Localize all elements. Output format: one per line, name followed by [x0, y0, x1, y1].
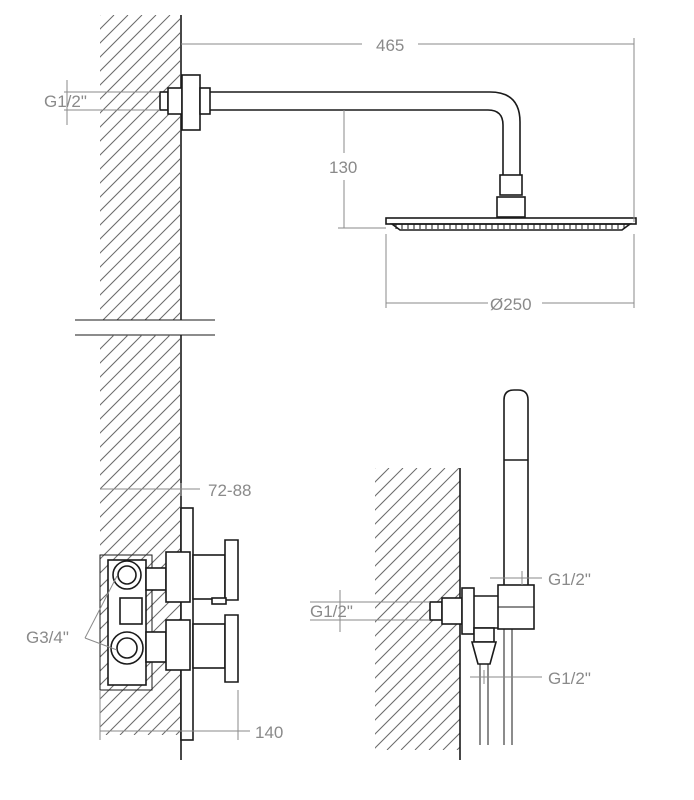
hatch-line: [100, 520, 180, 602]
hatch-line: [100, 18, 180, 100]
hatch-line: [144, 284, 180, 320]
hatch-line: [100, 46, 180, 128]
hatch-line: [100, 366, 180, 448]
hatch-line: [386, 676, 460, 750]
hand-shower: [497, 389, 535, 630]
hatch-line: [100, 335, 171, 406]
wall-section-upper: [100, 15, 182, 320]
dimension-label-140: 140: [255, 723, 283, 742]
hatch-line: [100, 352, 180, 434]
hatch-line: [158, 298, 180, 320]
wall-section-lower: [100, 335, 590, 760]
hatch-line: [100, 130, 180, 212]
wall-outlet-elbow: [429, 587, 531, 635]
shower-hose: [470, 627, 513, 745]
hatch-line: [100, 380, 180, 462]
rain-shower-head: [385, 217, 637, 231]
hatch-line: [100, 228, 180, 310]
hatch-line: [375, 648, 460, 735]
hatch-line: [100, 32, 180, 114]
valve-handles: [192, 539, 239, 683]
hatch-line: [375, 564, 460, 651]
hatch-line: [100, 186, 180, 268]
wall-break-lines: [75, 319, 215, 336]
hatch-line: [100, 576, 180, 658]
dimension-outlet-thread: G1/2": [310, 590, 430, 632]
dimension-holder-thread-top: G1/2": [490, 570, 591, 589]
dimension-label-holder-top: G1/2": [548, 570, 591, 589]
hatch-line: [375, 480, 460, 567]
hatch-line: [100, 338, 180, 420]
dimension-label-outlet: G1/2": [310, 602, 353, 621]
hatch-line: [456, 746, 460, 750]
hatch-line: [190, 335, 590, 735]
hatch-line: [100, 15, 129, 44]
hatch-line: [100, 464, 180, 546]
dimension-valve-depth: 140: [99, 690, 283, 742]
hatch-line: [100, 88, 180, 170]
hatch-line: [400, 690, 460, 750]
dimension-arm-thread: G1/2": [44, 80, 160, 125]
hatch-line: [161, 716, 180, 735]
dimension-label-250: Ø250: [490, 295, 532, 314]
hatch-line: [100, 214, 180, 296]
hatch-line: [100, 562, 180, 644]
concealed-valve-body: [99, 507, 194, 741]
hatch-line: [375, 508, 460, 595]
hatch-line: [100, 102, 180, 184]
dimension-label-holder-bottom: G1/2": [548, 669, 591, 688]
hatch-line: [375, 468, 446, 539]
hatch-line: [100, 450, 180, 532]
hatch-line: [375, 634, 460, 721]
hatch-line: [100, 548, 180, 630]
hatch-line: [100, 116, 180, 198]
hatch-line: [100, 646, 180, 728]
dimension-valve-thread: G3/4": [26, 575, 118, 651]
hatch-line: [172, 312, 180, 320]
hatch-line: [100, 335, 115, 350]
hatch-line: [100, 394, 180, 476]
dimension-label-130: 130: [329, 158, 357, 177]
hatch-line: [442, 732, 460, 750]
dimension-label-72-88: 72-88: [208, 481, 251, 500]
hatch-line: [116, 256, 180, 320]
hatch-line: [100, 172, 180, 254]
hatch-line: [100, 15, 171, 86]
hatch-line: [375, 468, 432, 525]
hatch-line: [100, 60, 180, 142]
hatch-line: [375, 468, 460, 553]
hatch-line: [100, 15, 115, 30]
dimension-label-465: 465: [376, 36, 404, 55]
hatch-line: [133, 688, 180, 735]
dimension-arm-length: 465: [181, 36, 635, 222]
hatch-line: [375, 620, 460, 707]
hatch-line: [102, 242, 180, 320]
wall-hatching-lower: [100, 335, 590, 735]
hatch-line: [100, 492, 180, 574]
hatch-line: [375, 550, 460, 637]
hatch-line: [100, 15, 157, 72]
dimension-label-g3-4: G3/4": [26, 628, 69, 647]
hatch-line: [100, 590, 180, 672]
hatch-line: [375, 494, 460, 581]
hatch-line: [100, 74, 180, 156]
hatch-line: [375, 662, 460, 749]
dimension-arm-drop: 130: [329, 110, 386, 229]
hatch-line: [100, 158, 180, 240]
dimension-label-arm-thread: G1/2": [44, 92, 87, 111]
hatch-line: [100, 506, 180, 588]
hatch-line: [100, 478, 180, 560]
hatch-line: [375, 536, 460, 623]
hatch-line: [100, 15, 101, 16]
dimension-wall-depth: 72-88: [100, 481, 251, 500]
wall-hatching-upper: [100, 15, 180, 320]
shower-arm: [159, 74, 526, 218]
hatch-line: [130, 270, 180, 320]
dimension-head-diameter: Ø250: [385, 234, 635, 314]
hatch-line: [100, 200, 180, 282]
dimension-holder-thread-bottom: G1/2": [470, 669, 591, 688]
hatch-line: [100, 335, 101, 336]
hatch-line: [100, 144, 180, 226]
